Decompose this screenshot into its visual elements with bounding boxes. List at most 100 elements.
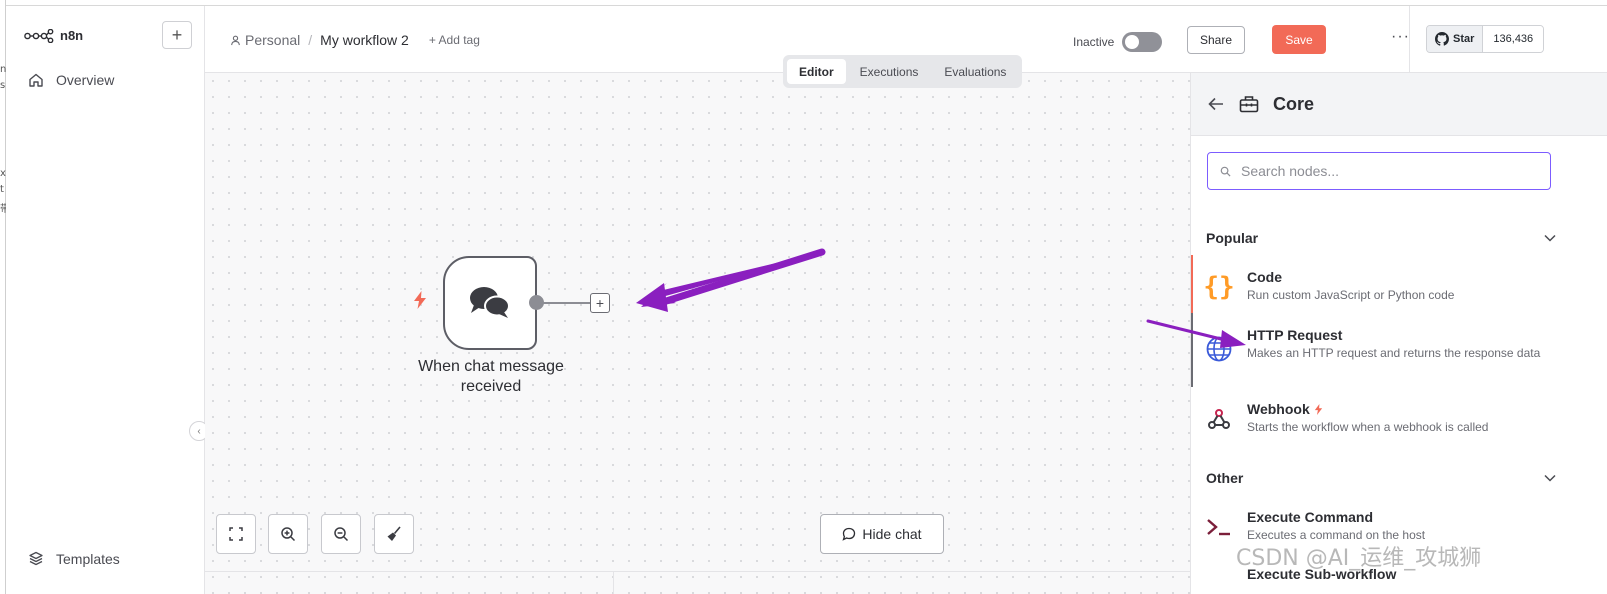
edge-glyph: t — [0, 184, 4, 195]
node-creator-panel: Core Popular {} Code Run custom JavaScri… — [1190, 73, 1607, 594]
user-icon — [231, 35, 240, 45]
main-sidebar: n8n + Overview Templates — [6, 6, 205, 594]
panel-title: Core — [1273, 93, 1315, 114]
more-options-button[interactable]: ··· — [1391, 28, 1410, 45]
node-item-http-request[interactable]: HTTP Request Makes an HTTP request and r… — [1191, 327, 1571, 363]
edge-glyph: s — [0, 80, 6, 91]
node-item-description: Executes a command on the host — [1247, 528, 1426, 542]
chat-trigger-node[interactable] — [443, 256, 537, 350]
node-item-title: Webhook — [1247, 401, 1310, 417]
section-title: Popular — [1206, 230, 1259, 246]
node-item-execute-sub-workflow[interactable]: Execute Sub-workflow — [1191, 566, 1571, 583]
header-divider — [1409, 6, 1410, 72]
templates-box-icon — [29, 551, 43, 566]
add-next-node-button[interactable]: + — [590, 293, 610, 313]
terminal-icon — [1205, 513, 1233, 541]
node-item-code[interactable]: {} Code Run custom JavaScript or Python … — [1191, 269, 1571, 303]
add-tag-button[interactable]: + Add tag — [428, 33, 480, 47]
csdn-watermark: CSDN @AI_运维_攻城狮 — [1236, 546, 1482, 571]
zoom-to-fit-button[interactable] — [216, 514, 256, 554]
tab-editor[interactable]: Editor — [787, 59, 846, 84]
active-item-indicator — [1191, 255, 1193, 313]
broom-icon — [387, 526, 401, 541]
share-button[interactable]: Share — [1187, 26, 1245, 54]
zoom-in-button[interactable] — [268, 514, 308, 554]
hide-chat-button[interactable]: Hide chat — [820, 514, 944, 554]
sidebar-item-label: Templates — [56, 551, 120, 567]
github-star-label: Star — [1453, 33, 1475, 45]
zoom-in-icon — [281, 527, 296, 542]
section-title: Other — [1206, 470, 1244, 486]
node-item-description: Starts the workflow when a webhook is ca… — [1247, 420, 1489, 434]
node-item-title: HTTP Request — [1247, 327, 1343, 343]
node-item-webhook[interactable]: Webhook Starts the workflow when a webho… — [1191, 401, 1571, 435]
edge-glyph: n — [0, 64, 7, 75]
section-other-header[interactable]: Other — [1206, 470, 1556, 486]
github-star-button[interactable]: Star 136,436 — [1426, 25, 1545, 53]
active-toggle-switch[interactable] — [1122, 32, 1163, 52]
arrow-left-icon[interactable] — [1207, 95, 1225, 113]
edge-glyph: x — [0, 168, 6, 179]
chevron-left-icon: ‹ — [197, 425, 201, 437]
node-label: When chat message received — [418, 358, 564, 395]
node-item-execute-command[interactable]: Execute Command Executes a command on th… — [1191, 509, 1571, 543]
create-new-button[interactable]: + — [162, 21, 192, 49]
node-search-box — [1207, 152, 1551, 190]
view-tabs: Editor Executions Evaluations — [783, 55, 1023, 88]
edge-glyph: 带 — [0, 204, 10, 215]
code-braces-icon: {} — [1203, 272, 1235, 302]
sidebar-item-templates[interactable]: Templates — [28, 551, 120, 567]
active-status-label: Inactive — [1073, 35, 1115, 49]
section-popular-header[interactable]: Popular — [1206, 230, 1556, 246]
chevron-down-icon — [1544, 234, 1556, 242]
tab-evaluations[interactable]: Evaluations — [944, 64, 1007, 79]
chat-bubbles-icon — [470, 287, 510, 318]
sidebar-item-overview[interactable]: Overview — [28, 72, 114, 88]
node-item-title: Execute Command — [1247, 509, 1374, 525]
canvas-bottom-divider — [613, 571, 614, 594]
breadcrumb: Personal / My workflow 2 + Add tag — [230, 32, 480, 48]
chat-bubble-icon — [842, 527, 856, 541]
save-button[interactable]: Save — [1272, 25, 1326, 54]
window-top-edge — [0, 0, 1607, 6]
node-item-title: Execute Sub-workflow — [1247, 566, 1397, 582]
search-icon — [1220, 166, 1231, 177]
canvas-bottom-border — [205, 571, 1190, 572]
node-item-description: Makes an HTTP request and returns the re… — [1247, 346, 1541, 360]
github-star-count: 136,436 — [1483, 26, 1544, 52]
node-output-handle[interactable] — [529, 295, 544, 310]
tidy-up-button[interactable] — [374, 514, 414, 554]
search-nodes-input[interactable] — [1241, 163, 1531, 179]
node-connector-line — [543, 302, 591, 304]
sidebar-item-label: Overview — [56, 72, 115, 88]
node-item-title: Code — [1247, 269, 1282, 285]
logo-text: n8n — [60, 28, 84, 43]
active-toggle-group: Inactive — [1073, 32, 1163, 52]
panel-header: Core — [1191, 73, 1607, 136]
n8n-logo-icon — [24, 28, 54, 43]
webhook-icon — [1205, 405, 1233, 433]
breadcrumb-project[interactable]: Personal — [230, 32, 300, 48]
globe-icon — [1205, 335, 1233, 363]
trigger-bolt-icon — [1314, 404, 1322, 415]
workflow-name[interactable]: My workflow 2 — [320, 32, 409, 48]
hide-chat-label: Hide chat — [862, 526, 922, 542]
zoom-out-button[interactable] — [321, 514, 361, 554]
chevron-down-icon — [1544, 474, 1556, 482]
github-star-part[interactable]: Star — [1427, 26, 1484, 52]
trigger-bolt-icon — [413, 291, 427, 314]
tab-executions[interactable]: Executions — [859, 64, 919, 79]
zoom-out-icon — [334, 527, 349, 542]
toolbox-icon — [1239, 96, 1259, 113]
hover-item-indicator — [1191, 313, 1193, 387]
project-name: Personal — [245, 32, 301, 48]
breadcrumb-separator: / — [308, 32, 313, 48]
fit-view-icon — [229, 527, 243, 541]
background-window-edge: n s x t 带 — [0, 0, 10, 594]
plus-icon: + — [595, 295, 605, 311]
github-icon — [1435, 32, 1449, 46]
node-item-description: Run custom JavaScript or Python code — [1247, 288, 1455, 302]
home-icon — [29, 73, 43, 87]
n8n-logo[interactable]: n8n — [24, 28, 83, 43]
workflow-canvas[interactable]: Editor Executions Evaluations + When cha… — [205, 55, 1190, 594]
